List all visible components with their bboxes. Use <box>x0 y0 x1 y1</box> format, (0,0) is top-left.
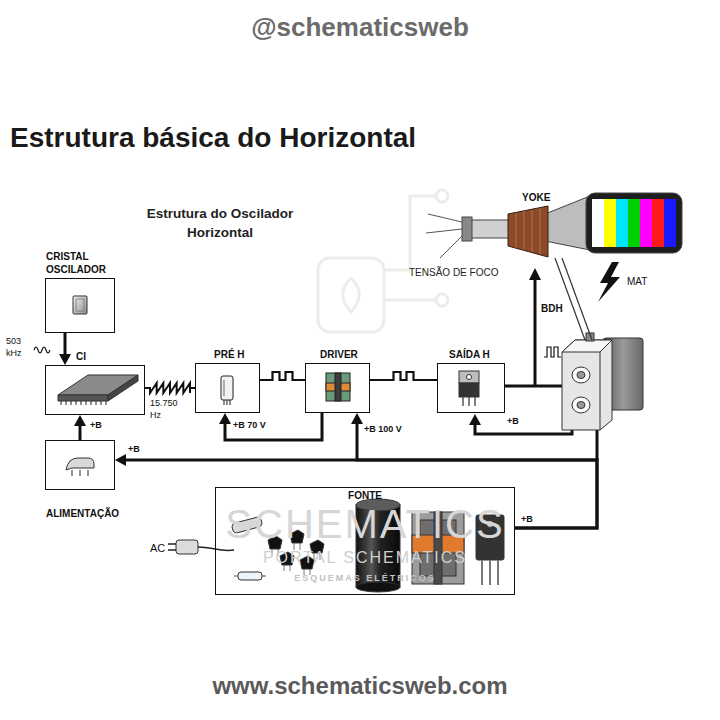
block-box: CRISTAL OSCILADOR <box>45 278 115 333</box>
arrowhead <box>219 413 231 424</box>
block-label: CRISTAL OSCILADOR <box>46 251 118 276</box>
block-label: FONTE <box>348 490 382 503</box>
pre-driver-transistor-icon <box>221 376 233 405</box>
connector-line <box>260 372 305 380</box>
high-voltage-spark <box>598 262 620 302</box>
flyback-transformer <box>562 333 643 430</box>
website-footer: www.schematicsweb.com <box>0 672 720 701</box>
supply-label: +B <box>521 514 533 525</box>
arrowhead <box>59 354 71 365</box>
supply-label: +B <box>90 420 102 431</box>
connector <box>145 383 195 393</box>
frequency-label: 503 kHz <box>6 336 30 359</box>
supply-label: +B 70 V <box>233 420 266 431</box>
clock-wave-symbol <box>34 347 50 353</box>
connector-line <box>370 372 437 380</box>
connector <box>219 413 322 440</box>
crystal-icon <box>73 296 87 314</box>
block-label: DRIVER <box>320 349 358 362</box>
supply-label: +B <box>128 444 140 455</box>
mat-label: MAT <box>627 276 647 288</box>
supply-label: +B 100 V <box>364 424 402 435</box>
connector <box>74 415 86 440</box>
block-heading: CI <box>76 351 86 364</box>
handle-header: @schematicsweb <box>0 12 720 43</box>
horizontal-output-wires <box>475 279 597 460</box>
neck-wires <box>426 214 462 258</box>
arrowhead <box>115 454 126 466</box>
subtitle: Estrutura do Oscilador Horizontal <box>130 205 310 243</box>
block-box: DRIVER <box>305 363 370 413</box>
ic-chip-icon <box>58 375 138 405</box>
block-label: PRÉ H <box>214 349 245 362</box>
connector <box>370 372 437 380</box>
block-label: CI <box>76 351 86 364</box>
arrowhead <box>351 413 363 424</box>
watermark-logo <box>318 190 448 332</box>
block-box: ALIMENTAÇÃO <box>45 440 115 490</box>
block-heading: PRÉ H <box>214 349 245 362</box>
block-heading: CRISTAL OSCILADOR <box>46 251 118 276</box>
block-heading: FONTE <box>216 488 514 503</box>
block-box: PRÉ H <box>195 363 260 413</box>
watermark: SCHEMATICS <box>215 500 515 548</box>
block-label: SAÍDA H <box>449 349 490 362</box>
output-transistor-icon <box>459 371 479 406</box>
block-heading: DRIVER <box>320 349 358 362</box>
driver-transformer-icon <box>326 373 350 401</box>
deflection-yoke <box>508 206 548 257</box>
frequency-label: 15.750 Hz <box>150 398 182 421</box>
regulator-icon <box>66 458 94 476</box>
connector-line <box>145 383 195 393</box>
ac-label: AC <box>150 542 165 555</box>
connector <box>59 333 71 365</box>
supply-label: +B <box>507 416 519 427</box>
bdh-label: BDH <box>541 303 563 315</box>
block-label: ALIMENTAÇÃO <box>46 508 119 521</box>
block-heading: SAÍDA H <box>449 349 490 362</box>
block-heading: ALIMENTAÇÃO <box>46 508 119 521</box>
crt-tube <box>462 193 682 253</box>
watermark: ESQUEMAS ELÉTRICOS <box>215 573 515 584</box>
flyback-to-yoke-wires <box>555 258 592 340</box>
yoke-label: YOKE <box>522 192 550 204</box>
block-box: SAÍDA H <box>437 363 505 413</box>
pulse-symbol <box>544 347 561 357</box>
connector-line <box>64 333 67 357</box>
focus-label: TENSÃO DE FOCO <box>409 267 498 279</box>
connector <box>260 372 305 380</box>
wire-arrowheads <box>469 268 541 425</box>
arrowhead <box>74 415 86 426</box>
block-box: CI <box>45 365 145 415</box>
diagram-title: Estrutura básica do Horizontal <box>10 122 416 154</box>
connector-line <box>225 413 322 440</box>
watermark: PORTAL SCHEMATICS <box>215 548 515 567</box>
